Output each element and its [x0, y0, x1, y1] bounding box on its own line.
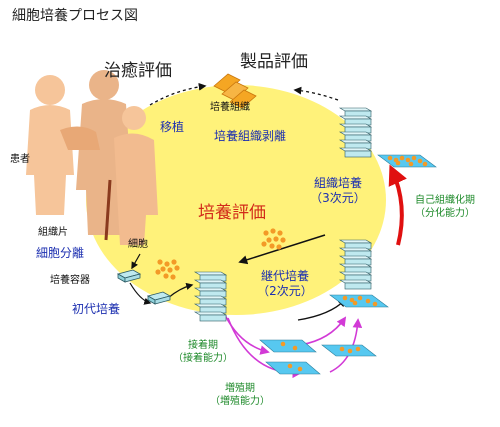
tissue-detach-label: 培養組織剥離 — [214, 129, 287, 143]
subculture-label: 継代培養 （2次元） — [252, 270, 318, 297]
prolif-line1: 増殖期 — [225, 383, 255, 394]
cell-cluster-left — [155, 259, 180, 280]
primary-culture-vessel — [146, 291, 172, 305]
stack-layer-top — [193, 295, 228, 300]
self-org-line2: （分化能力） — [415, 208, 475, 219]
stack-layer-top — [338, 271, 373, 276]
proliferation-phase-label: 増殖期 （増殖能力） — [205, 384, 275, 407]
stack-layer-top — [338, 255, 373, 260]
culture-vessel-small — [116, 269, 142, 283]
culture-cycle-circle — [86, 85, 386, 315]
stack-layer-front — [199, 314, 227, 322]
self-organization-label: 自己組織化期 （分化能力） — [405, 196, 485, 219]
culture-vessel-label: 培養容器 — [50, 275, 90, 286]
stack-layer-top — [338, 263, 373, 268]
product-evaluation-label: 製品評価 — [240, 52, 308, 72]
plate-attach — [259, 339, 317, 353]
stack-layer-top — [193, 271, 228, 276]
tissue-culture-line2: （3次元） — [310, 191, 366, 205]
attach-line2: （接着能力） — [173, 353, 233, 364]
magenta-arrow-return1 — [299, 316, 347, 346]
self-org-line1: 自己組織化期 — [415, 195, 475, 206]
treatment-evaluation-label: 治癒評価 — [104, 61, 172, 81]
stack-primary-center — [193, 271, 228, 322]
stack-layer-top — [338, 123, 373, 128]
stack-layer-top — [338, 147, 373, 152]
attach-line1: 接着期 — [188, 340, 218, 351]
stack-layer-top — [193, 303, 228, 308]
plate-prolif — [265, 361, 321, 375]
culture-tissue-label: 培養組織 — [210, 102, 250, 113]
subculture-line2: （2次元） — [257, 284, 313, 298]
stack-layer-front — [344, 150, 372, 158]
arrow-stack-to-stack — [297, 298, 347, 321]
tissue-piece-label: 組織片 — [38, 227, 68, 238]
tissue-culture-label: 組織培養 （3次元） — [305, 177, 371, 204]
stack-layer-top — [338, 279, 373, 284]
stack-layer-top — [338, 139, 373, 144]
stack-subculture-right — [338, 239, 373, 290]
prolif-line2: （増殖能力） — [210, 396, 270, 407]
arrow-to-subculture — [238, 234, 326, 265]
cell-isolation-label: 細胞分離 — [36, 246, 85, 260]
red-arrow-self-organization — [388, 164, 407, 246]
tissue-culture-line1: 組織培養 — [313, 176, 362, 190]
tissue-stack-top-right — [338, 107, 373, 158]
patient-label: 患者 — [10, 154, 30, 165]
cell-cluster-center — [261, 228, 286, 250]
culture-evaluation-label: 培養評価 — [198, 203, 266, 223]
plate-mid-right — [329, 294, 389, 308]
stack-layer-top — [338, 115, 373, 120]
arrow-cells-vessel — [131, 253, 141, 270]
stack-layer-top — [338, 239, 373, 244]
stack-layer-front — [344, 282, 372, 290]
page-title: 細胞培養プロセス図 — [12, 8, 138, 24]
attachment-phase-label: 接着期 （接着能力） — [168, 341, 238, 364]
magenta-arrow-attach — [224, 314, 270, 355]
stack-layer-top — [193, 287, 228, 292]
primary-culture-label: 初代培養 — [72, 302, 121, 316]
stack-layer-top — [338, 247, 373, 252]
culture-tissue-sheet — [213, 73, 257, 109]
plate-attach-2 — [321, 344, 377, 357]
cells-label: 細胞 — [128, 239, 148, 250]
plate-top-right — [377, 154, 437, 168]
stack-layer-top — [338, 131, 373, 136]
arrow-vessel-primary — [129, 282, 152, 305]
stack-layer-top — [193, 311, 228, 316]
transplant-label: 移植 — [160, 120, 185, 134]
stack-layer-top — [193, 279, 228, 284]
subculture-line1: 継代培養 — [260, 269, 309, 283]
stack-layer-top — [338, 107, 373, 112]
patient-and-doctors-figures — [26, 70, 158, 245]
